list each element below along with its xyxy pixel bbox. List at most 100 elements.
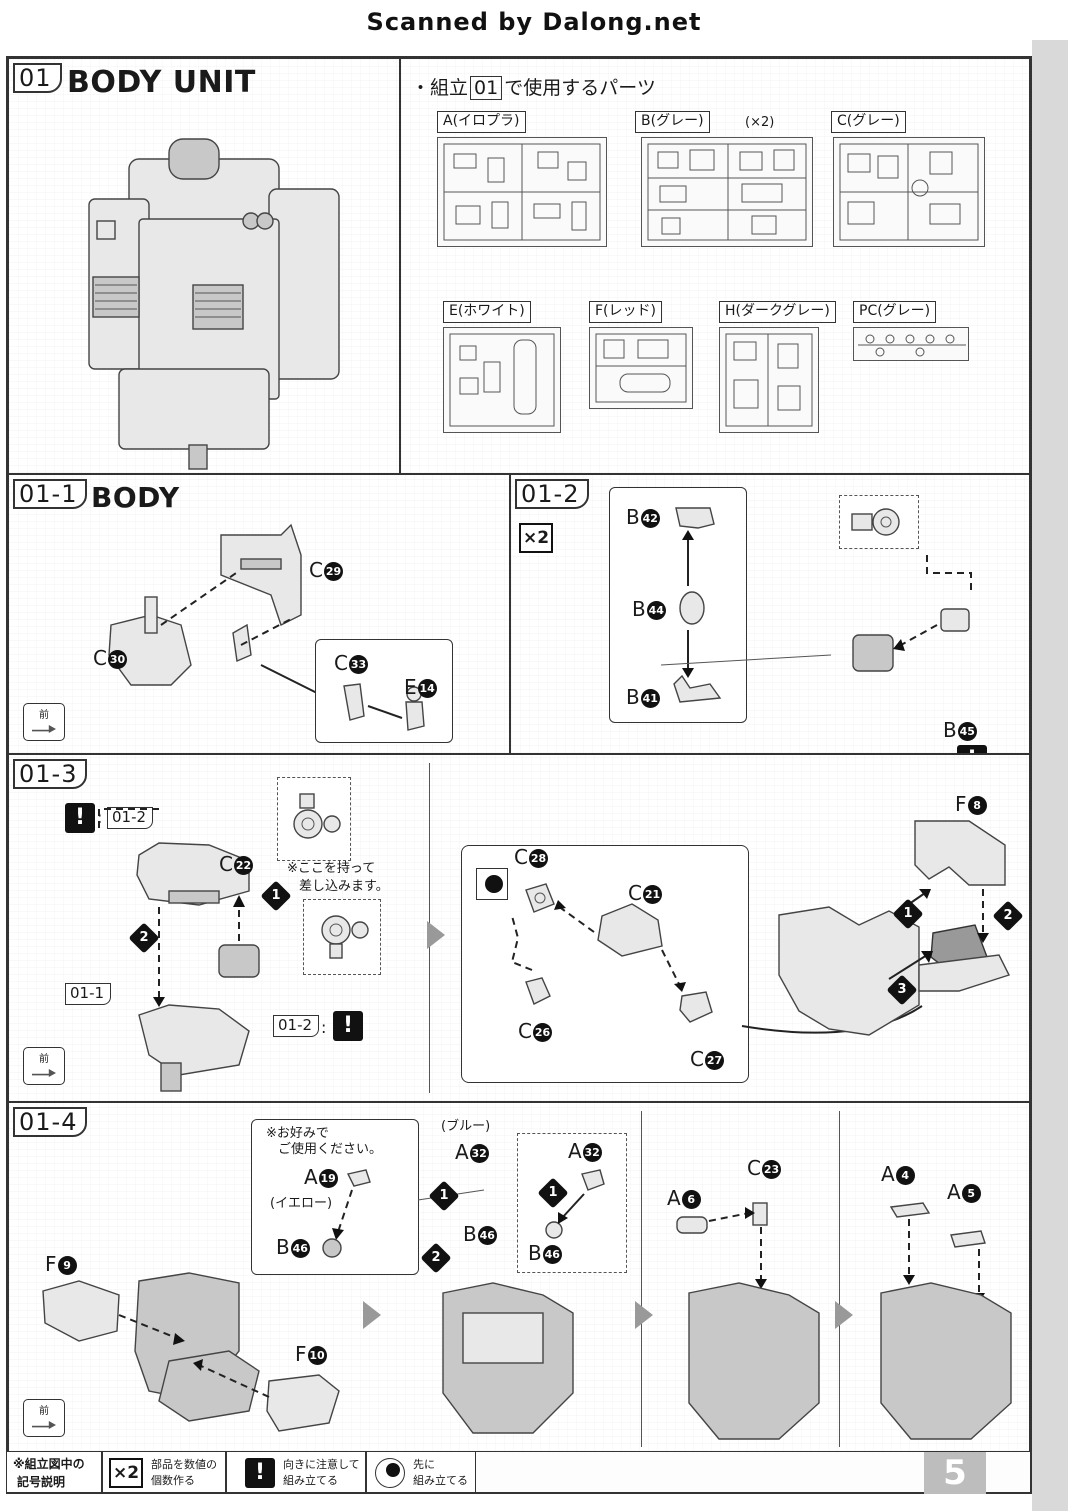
part-b46-letter: B [528,1241,542,1265]
warn-orientation-icon: ! [957,745,987,753]
polycap-alt-illustration [545,1169,605,1239]
part-c30-number: 30 [107,650,127,669]
part-b42-letter: B [626,505,640,529]
part-c23-number: 23 [761,1160,781,1179]
sequence-number: 1 [903,906,913,921]
step-number-01-2: 01-2 [515,479,590,509]
part-f9-letter: F [45,1252,57,1276]
sequence-marker-1: 1 [892,898,924,930]
part-c22-letter: C [219,852,233,876]
part-c28-number: 28 [528,849,548,868]
runner-c-label: C(グレー) [831,111,906,133]
warn-orientation-icon: ! [65,803,95,833]
orientation-detail-box [839,495,919,549]
front-arrow-icon [32,1069,56,1077]
runner-e-label: E(ホワイト) [443,301,531,323]
sequence-number: 2 [1003,908,1013,923]
legend-title-line2: 記号説明 [17,1475,66,1489]
part-c29-letter: C [309,558,323,582]
part-b46-number: 46 [477,1226,497,1245]
step01-4-third-illustration [676,1202,820,1440]
runner-f-label: F(レッド) [589,301,662,323]
legend-x2-box: ×2 部品を数値の 個数作る [102,1451,226,1493]
ref-step-01-1: 01-1 [65,983,112,1005]
runner-b-sprue [647,143,807,241]
part-c28-letter: C [514,845,528,869]
legend-filled-circle-icon [386,1463,400,1477]
warn-orientation-icon-bottom: ! [333,1011,363,1041]
legend-x2-symbol: ×2 [109,1458,143,1488]
part-b45-number: 45 [957,722,977,741]
optional-note-line2: ご使用ください。 [278,1142,383,1157]
sequence-marker-1: 1 [260,880,292,912]
front-label: 前 [39,1054,49,1065]
runner-h-sprue [725,333,813,427]
part-f8-letter: F [955,792,967,816]
step01-4-first-illustration [42,1272,340,1432]
part-a32-number: 32 [469,1144,489,1163]
part-c23-letter: C [747,1156,761,1180]
part-c33-number: 33 [348,655,368,674]
part-c22-number: 22 [233,856,253,875]
legend-warn-box: ! 向きに注意して 組み立てる [226,1451,366,1493]
page-edge-strip [1032,40,1068,1511]
front-direction-icon: 前 [23,703,65,741]
runner-c-sprue [839,143,979,241]
step01-1-illustration [108,523,318,694]
part-b46-number: 46 [542,1245,562,1264]
polycap-orientation-illustration-2 [321,915,369,959]
part-c27-number: 27 [704,1051,724,1070]
runner-b-diagram [641,137,813,247]
legend-x2-text-line1: 部品を数値の [151,1458,217,1471]
runner-pc-sprue [858,334,966,357]
sequence-marker-2: 2 [128,922,160,954]
sequence-marker-3: 3 [886,974,918,1006]
part-c33-letter: C [334,651,348,675]
part-b44-number: 44 [646,601,666,620]
part-b41-letter: B [626,685,640,709]
front-label: 前 [39,710,49,721]
hold-here-note-line2: 差し込みます。 [299,879,389,894]
next-step-arrow [427,921,445,949]
polycap-assembly-illustration [673,507,722,703]
runner-pc-diagram [853,327,969,361]
part-b45-letter: B [943,718,957,742]
part-a5-letter: A [947,1180,961,1204]
runner-pc-label: PC(グレー) [853,301,937,323]
runner-a-sprue [443,143,601,241]
parts-heading-suffix: で使用するパーツ [504,77,656,99]
step01-2-main-illustration [660,555,972,672]
sequence-number: 2 [139,930,149,945]
legend-first-box: 先に 組み立てる [366,1451,476,1493]
ref-step-01-2-bottom: 01-2 [273,1015,320,1037]
colon-separator: : [97,808,103,827]
part-a32-number: 32 [582,1143,602,1162]
step01-3-right-illustration [778,820,1010,1036]
runner-b-qty: (×2) [745,115,775,130]
legend-first-text-line2: 組み立てる [413,1474,468,1487]
yellow-color-note: (イエロー) [270,1196,333,1211]
part-a19-letter: A [304,1165,318,1189]
parts-heading-prefix: ・組立 [411,77,469,99]
sequence-number: 1 [439,1188,449,1203]
body-unit-illustration [88,138,340,470]
ref-step-01-2: 01-2 [107,807,154,829]
front-direction-icon: 前 [23,1047,65,1085]
blue-color-note: (ブルー) [441,1119,491,1134]
step-title-body: BODY [91,481,180,514]
part-e14-letter: E [404,675,417,699]
